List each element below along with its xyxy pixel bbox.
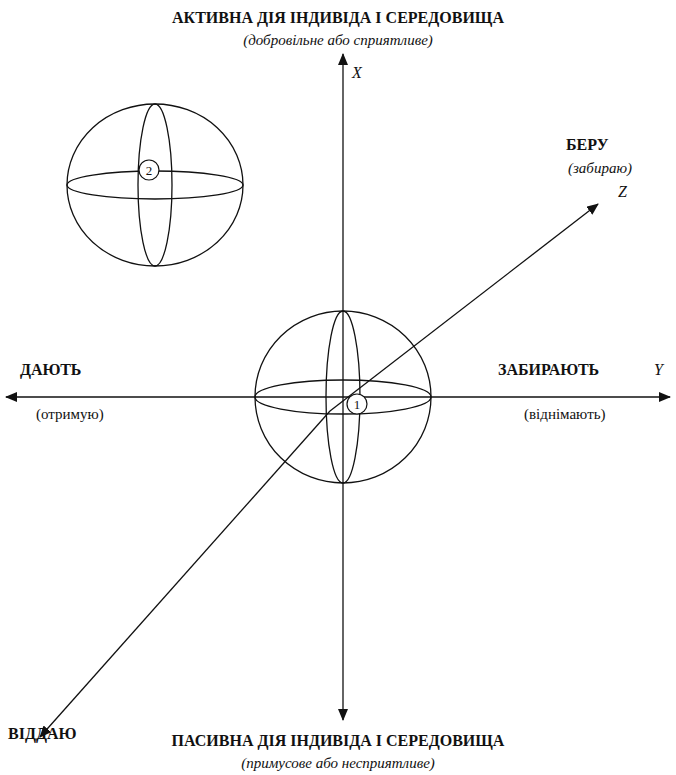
direction-note: (забираю): [568, 160, 632, 177]
axis-heading: АКТИВНА ДІЯ ІНДИВІДА І СЕРЕДОВИЩА: [172, 9, 504, 27]
callout-circle: 1: [346, 393, 368, 415]
callout-circle: 2: [138, 159, 160, 181]
axis-letter: Z: [618, 183, 627, 201]
direction-label: БЕРУ: [566, 136, 608, 154]
axis-letter: Y: [654, 361, 663, 379]
direction-label: ВІДДАЮ: [8, 725, 76, 743]
axis-heading: ПАСИВНА ДІЯ ІНДИВІДА І СЕРЕДОВИЩА: [172, 732, 505, 750]
axis-subheading: (примусове або неспри­ятливе): [241, 755, 435, 772]
axis-letter: X: [352, 64, 362, 82]
callout-number: 1: [354, 398, 361, 411]
direction-label: ЗАБИРАЮТЬ: [498, 361, 599, 379]
direction-note: (отримую): [36, 406, 104, 423]
direction-label: ДАЮТЬ: [20, 361, 81, 379]
direction-note: (віднімають): [524, 406, 606, 423]
callout-number: 2: [146, 164, 153, 177]
axis-subheading: (добровільне або сприятливе): [243, 32, 433, 49]
